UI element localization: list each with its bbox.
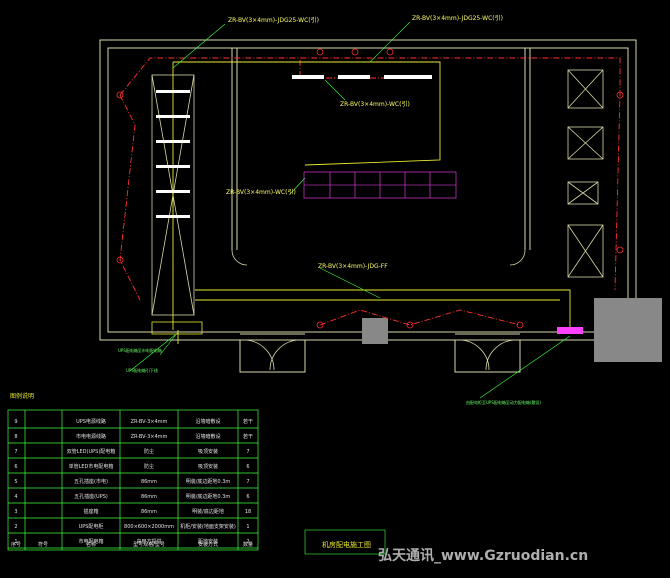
drawing-title: 机房配电施工图	[322, 540, 371, 549]
legend-cell: 7	[14, 449, 17, 455]
legend-cell: 2	[14, 524, 17, 530]
legend-cell: 86mm	[141, 494, 157, 500]
legend-cell: ZR-BV-3×4mm	[131, 434, 168, 440]
cable-label-mid-upper: ZR-BV(3×4mm)-WC(引)	[340, 100, 410, 108]
mains-led-fixtures	[156, 75, 432, 218]
legend-cell: 市电配电箱	[78, 538, 103, 545]
legend-cell: 6	[14, 464, 17, 470]
legend-cell: UPS配电柜	[79, 523, 104, 530]
outlet-symbols	[116, 48, 624, 329]
ups-wiring	[119, 57, 621, 326]
cable-label-mid-left: ZR-BV(3×4mm)-WC(引)	[226, 188, 296, 196]
legend-cell: 市电电源线路	[76, 433, 106, 440]
legend-cell: 五孔插座(UPS)	[74, 493, 108, 500]
ups-led-fixtures	[303, 171, 457, 199]
legend-cell: UPS电源线路	[76, 418, 106, 425]
legend-cell: 明装/底边距地0.3m	[186, 478, 231, 485]
legend-cell: 五孔插座(市电)	[74, 478, 108, 485]
legend-cell: 吸顶安装	[198, 448, 218, 455]
legend-title: 图例说明	[10, 392, 34, 400]
door-swings	[231, 249, 526, 371]
legend-cell: 2	[246, 539, 249, 545]
legend-cell: 机柜/安装(地面支架安装)	[180, 523, 236, 530]
leader-lines	[129, 21, 571, 399]
legend-cell: 4	[14, 494, 17, 500]
legend-cell: 7	[246, 449, 249, 455]
cable-label-top-right: ZR-BV(3×4mm)-JDG25-WC(引)	[412, 14, 503, 22]
legend-header-cell: 型号规格/型号	[133, 541, 165, 548]
legend-cell: ZR-BV-3×4mm	[131, 419, 168, 425]
legend-cell: 8	[14, 434, 17, 440]
legend-cell: 9	[14, 419, 17, 425]
legend-cell: 6	[246, 494, 249, 500]
legend-header-cell: 序号	[11, 541, 21, 548]
legend-cell: 6	[246, 464, 249, 470]
legend-header-cell: 数量	[243, 541, 253, 548]
legend-cell: 明装/底边距地0.3m	[186, 493, 231, 500]
legend-cell: 86mm	[141, 509, 157, 515]
note-left-b: UPS配电箱引下线	[126, 367, 158, 373]
legend-cell: 3	[14, 509, 17, 515]
mains-wiring	[172, 61, 571, 344]
legend-cell: 防尘	[144, 463, 154, 470]
legend-header-cell: 安装方式	[198, 541, 218, 548]
ups-dist-box-marker	[557, 327, 583, 334]
cable-label-top-left: ZR-BV(3×4mm)-JDG25-WC(引)	[228, 16, 319, 24]
legend-cell: 若干	[243, 433, 253, 440]
legend-cell: 1	[14, 539, 17, 545]
mains-dist-box-marker	[151, 321, 203, 335]
legend-header-cell: 名称	[86, 541, 96, 548]
legend-cell: 插座箱	[83, 508, 98, 515]
legend-cell: 由甲方提供	[136, 538, 161, 545]
legend-cell: 吸顶安装	[198, 463, 218, 470]
legend-cell: 沿墙暗敷设	[195, 418, 220, 425]
ups-cabinet	[594, 298, 662, 362]
legend-cell: 7	[246, 479, 249, 485]
legend-cell: 单管LED市电配电箱	[69, 463, 114, 470]
legend-cell: 1	[246, 524, 249, 530]
legend-cell: 明装/底边距地	[192, 508, 224, 515]
note-left-a: UPS配电箱至市电配电箱	[118, 347, 162, 353]
legend-cell: 双管LED(UPS)配电箱	[67, 448, 116, 455]
legend-cell: 5	[14, 479, 17, 485]
legend-cell: 18	[245, 509, 251, 515]
equipment-racks-right	[567, 69, 604, 278]
legend-cell: 距地安装	[198, 538, 218, 545]
column-block	[362, 318, 388, 344]
cable-label-bottom: ZR-BV(3×4mm)-JDG-FF	[318, 263, 388, 270]
title-block: 机房配电施工图	[304, 529, 386, 555]
legend-cell: 86mm	[141, 479, 157, 485]
legend-header-cell: 符号	[38, 541, 48, 548]
legend-cell: 若干	[243, 418, 253, 425]
watermark: 弘天通讯_www.Gzruodian.cn	[378, 548, 588, 564]
note-right: 由配电柜至UPS配电箱至动力配电箱(敷设)	[466, 399, 541, 405]
legend-cell: 沿墙暗敷设	[195, 433, 220, 440]
legend-cell: 防尘	[144, 448, 154, 455]
legend-cell: 800×600×2000mm	[124, 524, 174, 530]
